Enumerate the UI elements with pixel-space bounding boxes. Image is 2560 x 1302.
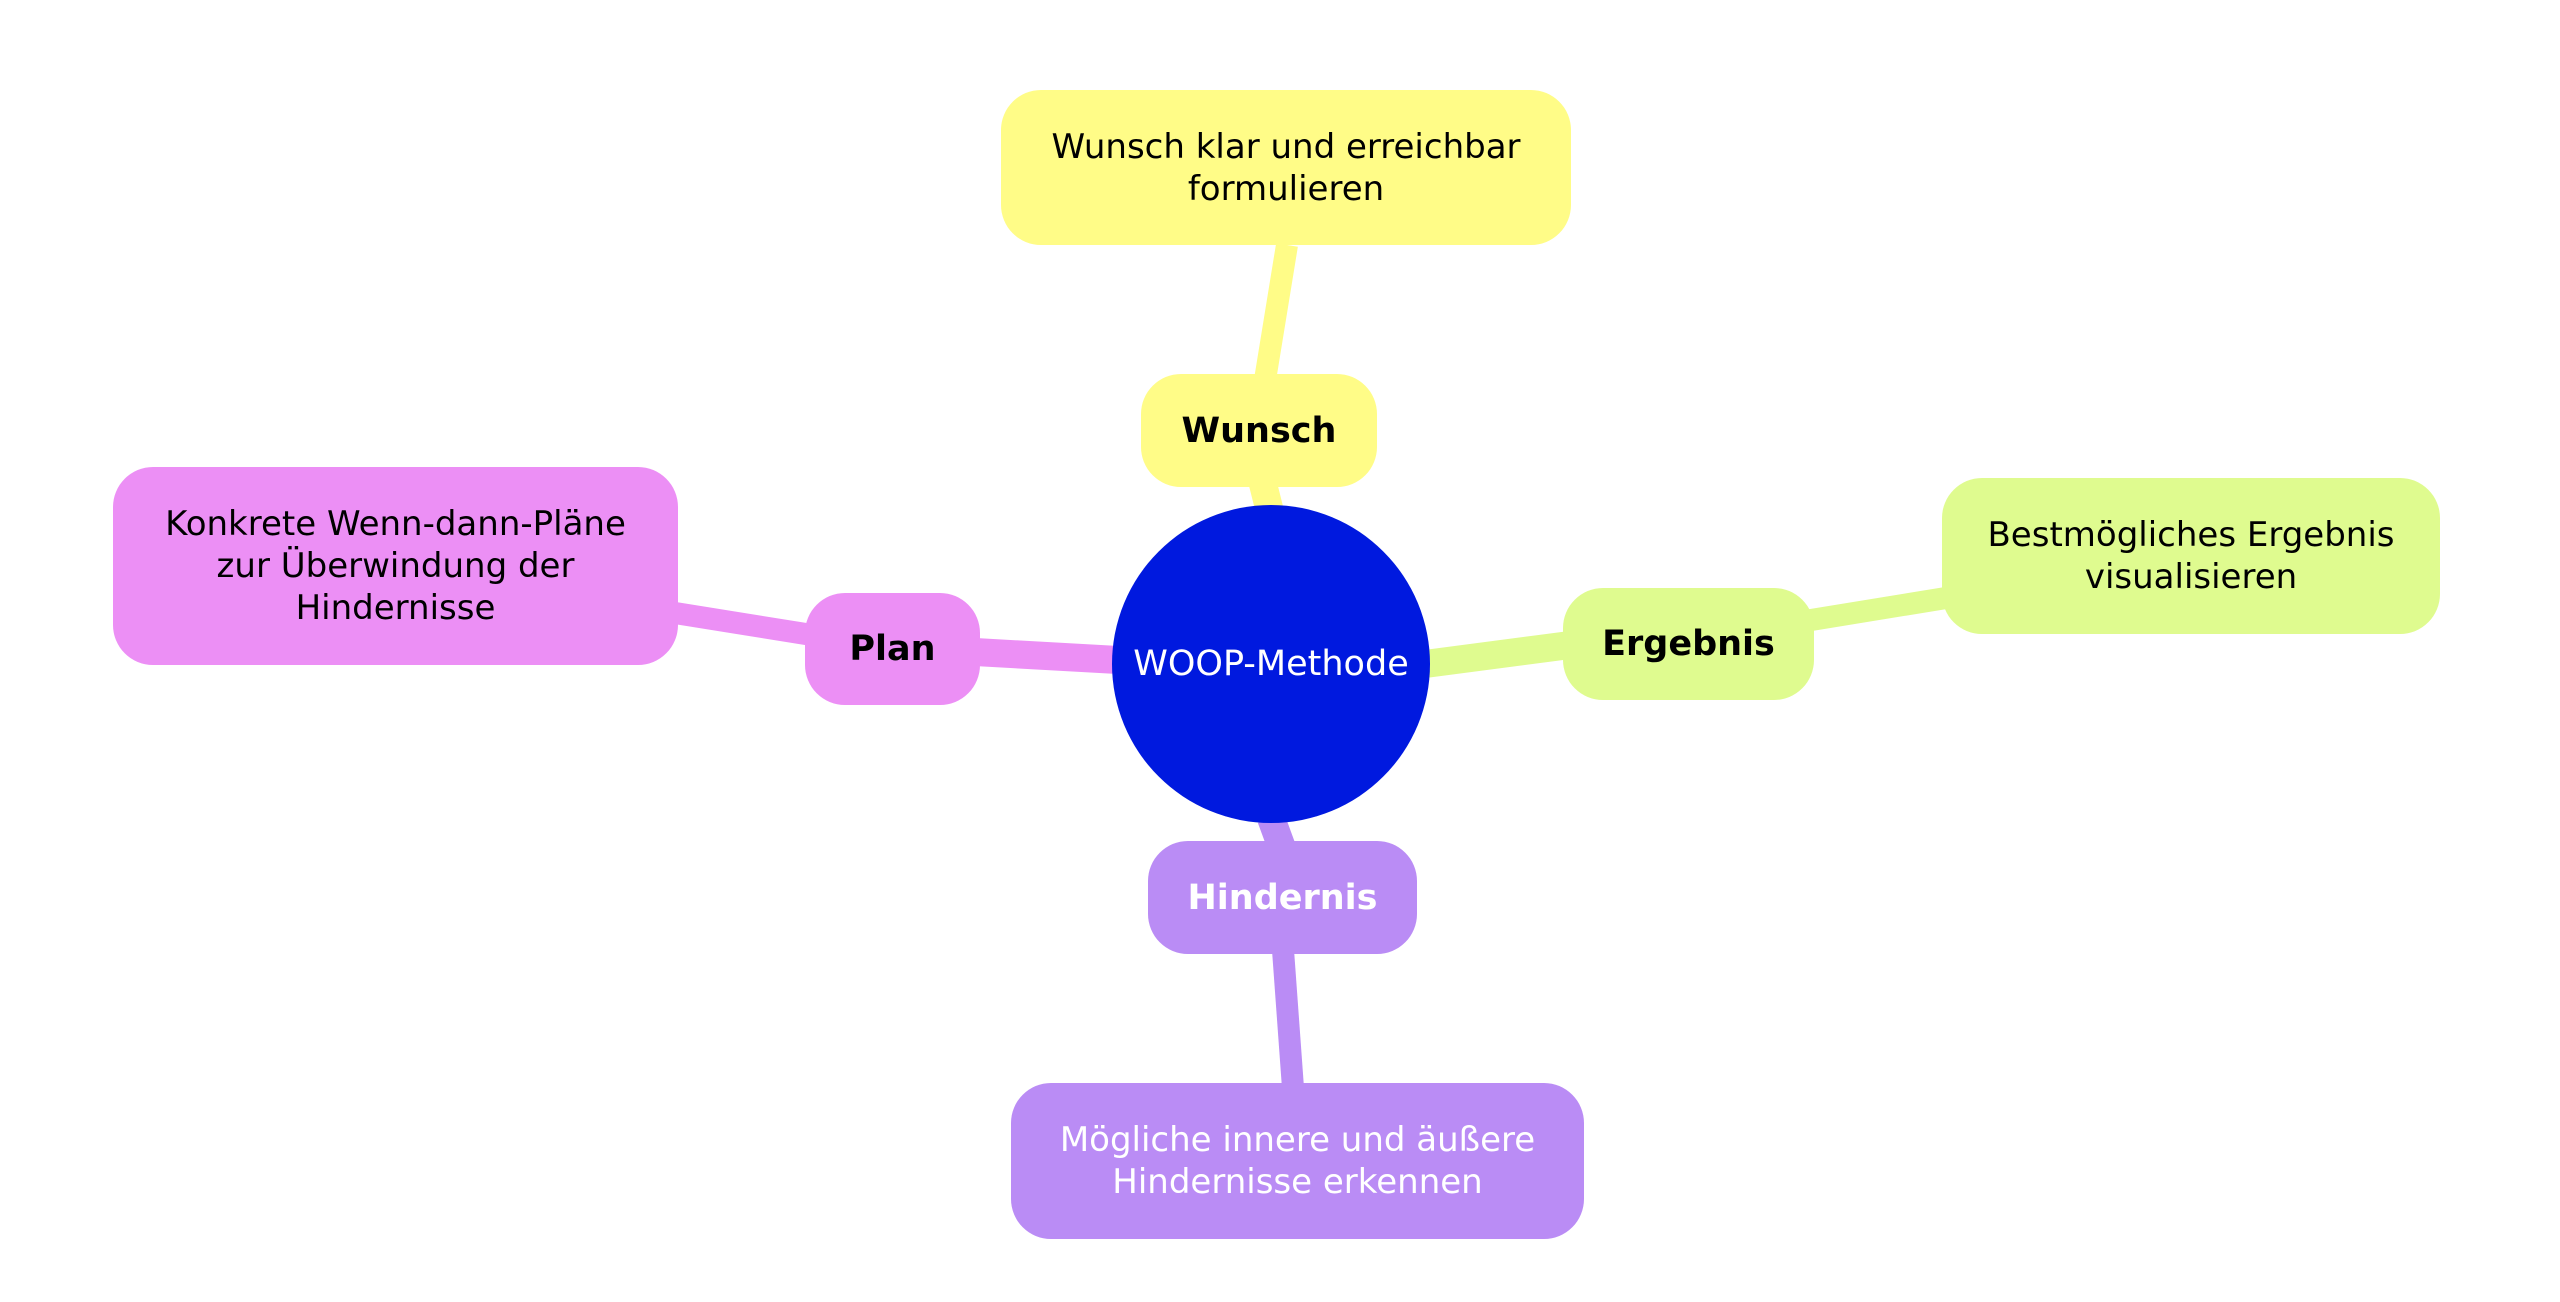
wunsch-label: Wunsch	[1181, 410, 1337, 451]
hindernis-label: Hindernis	[1187, 877, 1378, 918]
link-root-plan	[974, 638, 1119, 674]
plan-detail-node[interactable]: Konkrete Wenn-dann-Pläne zur Überwindung…	[113, 467, 678, 665]
wunsch-detail-node[interactable]: Wunsch klar und erreichbar formulieren	[1001, 90, 1571, 245]
plan-node[interactable]: Plan	[805, 593, 980, 705]
link-wunsch-detail	[1254, 243, 1298, 382]
wunsch-detail-text: Wunsch klar und erreichbar formulieren	[1051, 126, 1521, 209]
ergebnis-label: Ergebnis	[1602, 624, 1775, 664]
ergebnis-detail-text: Bestmögliches Ergebnis visualisieren	[1987, 515, 2395, 597]
plan-label: Plan	[849, 629, 936, 669]
plan-detail-text: Konkrete Wenn-dann-Pläne zur Überwindung…	[165, 504, 626, 628]
link-ergebnis-detail	[1803, 587, 1948, 632]
root-label: WOOP-Methode	[1133, 644, 1409, 684]
link-hindernis-detail	[1272, 949, 1304, 1089]
root-node[interactable]: WOOP-Methode	[1112, 505, 1430, 823]
link-root-ergebnis	[1423, 631, 1572, 678]
hindernis-node[interactable]: Hindernis	[1148, 841, 1417, 954]
wunsch-node[interactable]: Wunsch	[1141, 374, 1377, 487]
ergebnis-node[interactable]: Ergebnis	[1563, 588, 1814, 700]
hindernis-detail-text: Mögliche innere und äußere Hindernisse e…	[1059, 1120, 1536, 1202]
link-plan-detail	[673, 602, 814, 646]
hindernis-detail-node[interactable]: Mögliche innere und äußere Hindernisse e…	[1011, 1083, 1584, 1239]
ergebnis-detail-node[interactable]: Bestmögliches Ergebnis visualisieren	[1942, 478, 2440, 634]
